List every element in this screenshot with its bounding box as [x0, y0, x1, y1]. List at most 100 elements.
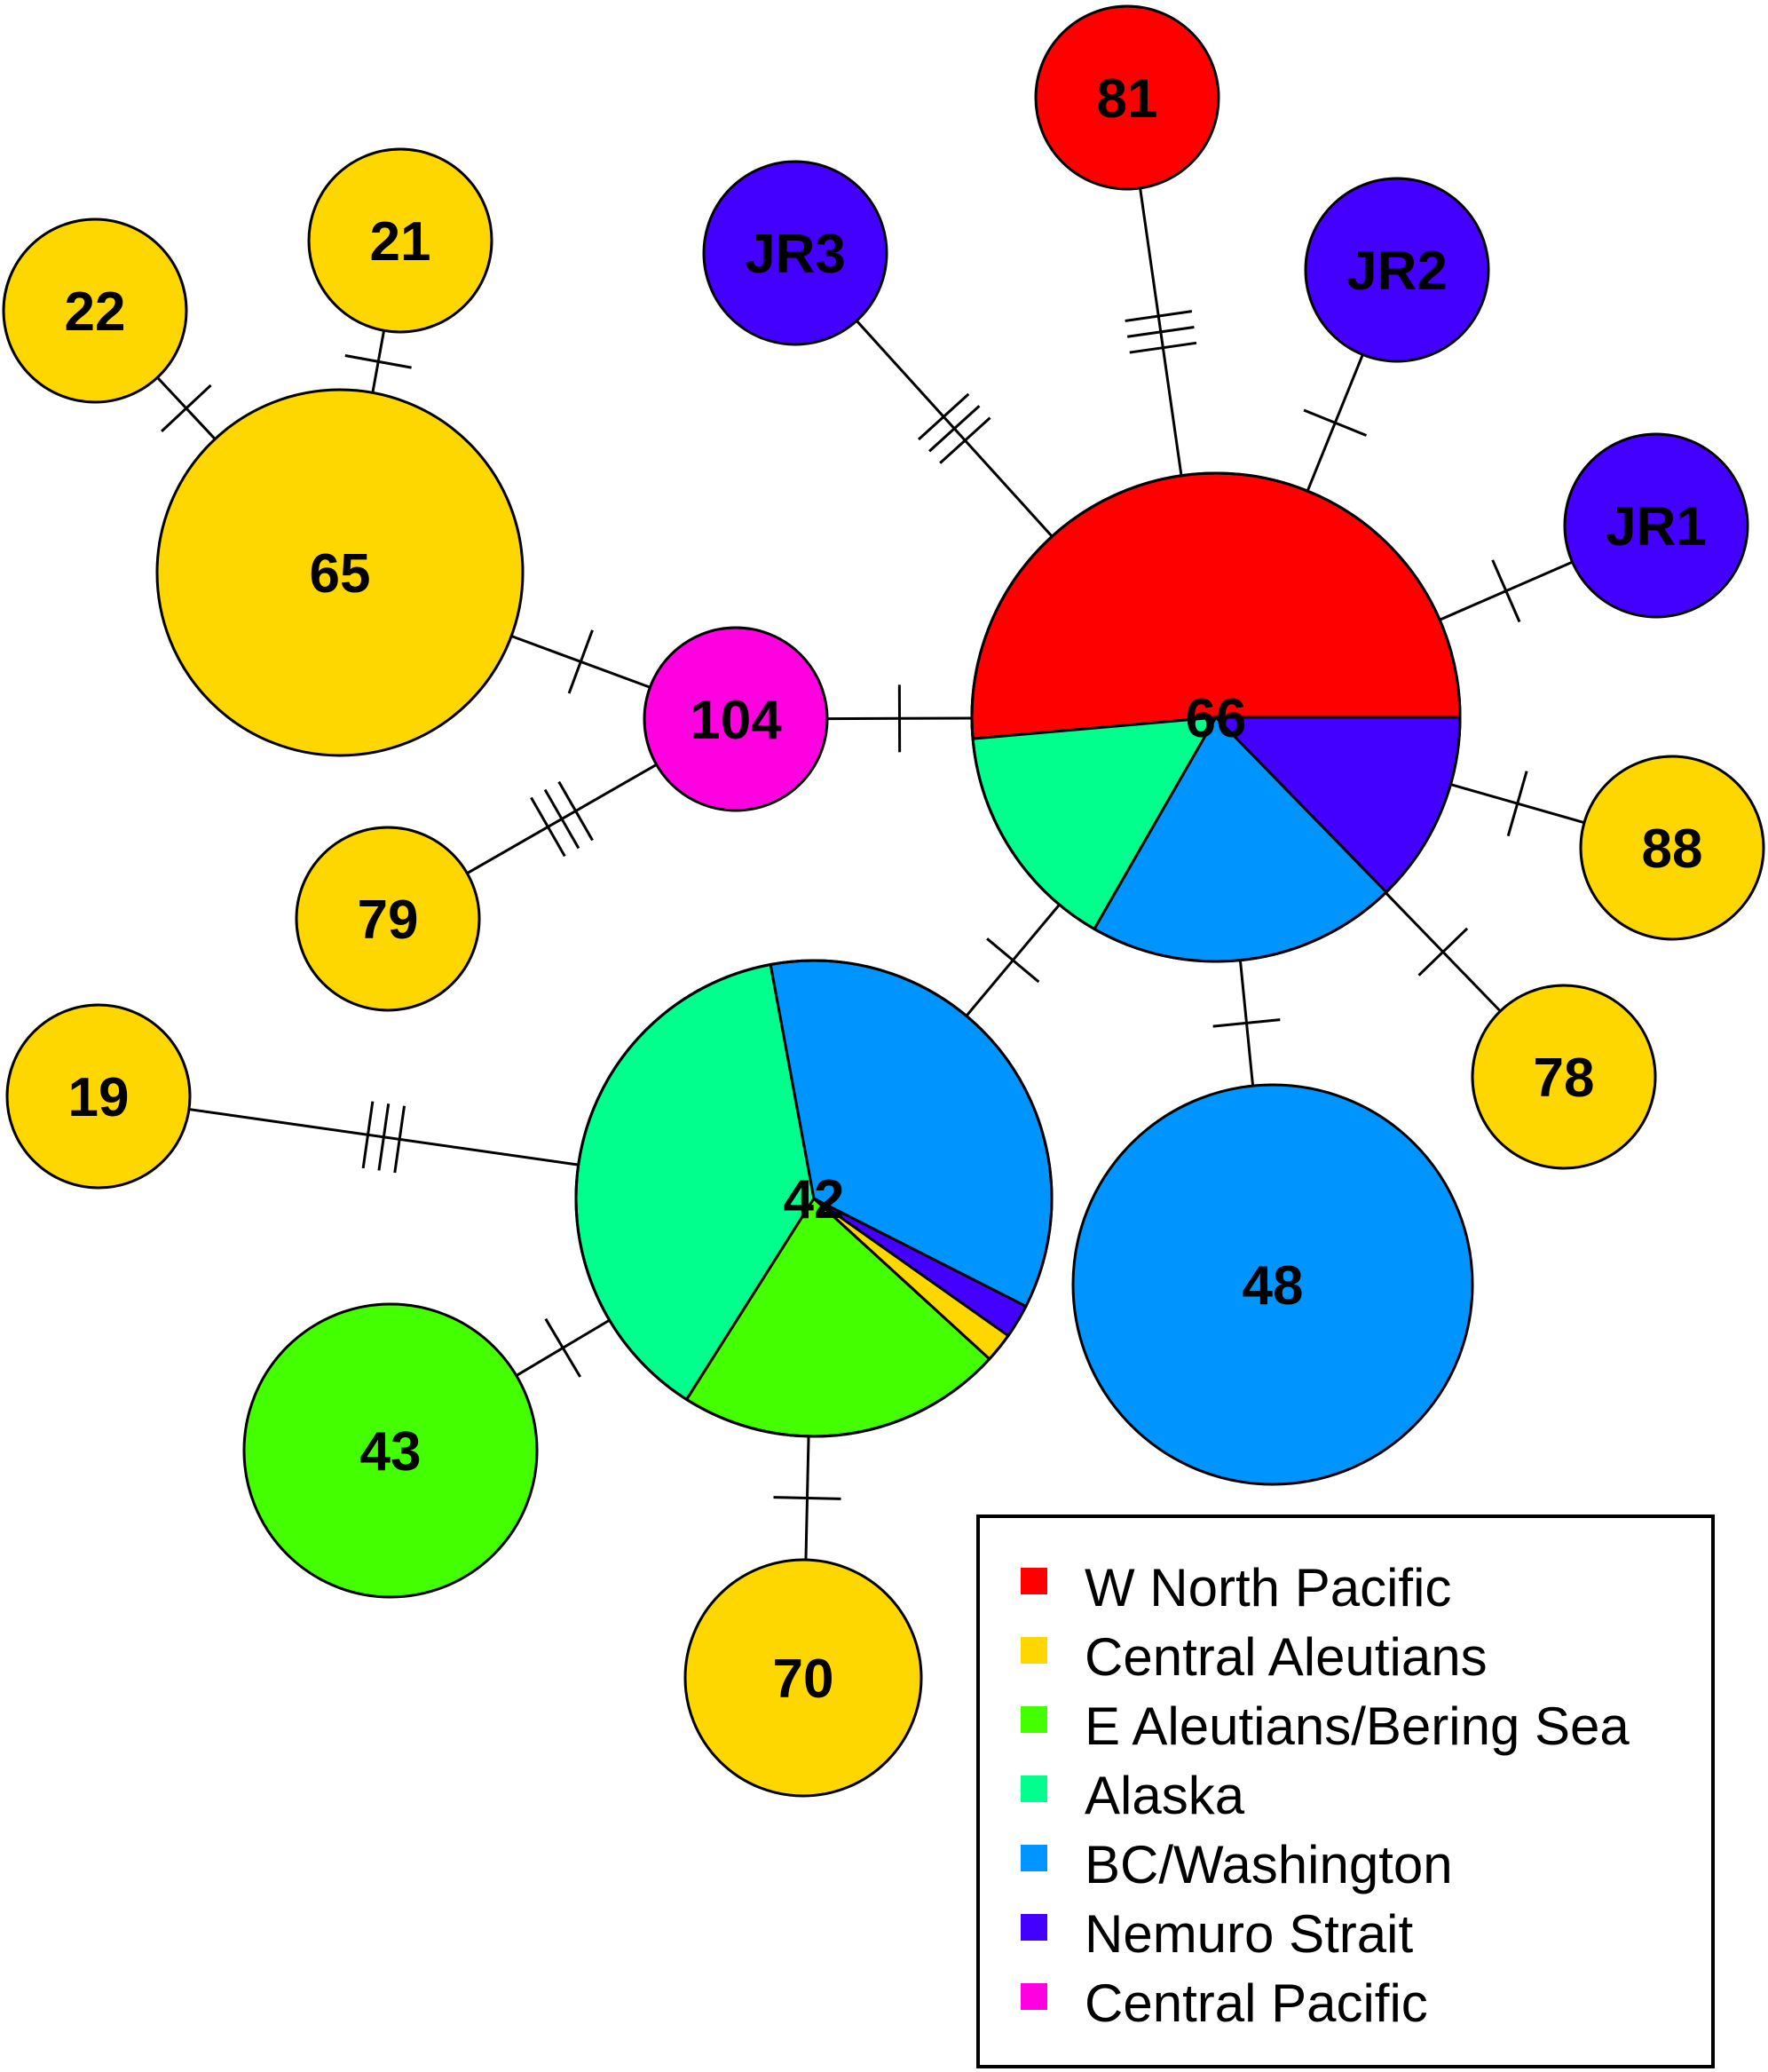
legend-box — [976, 1514, 1715, 2068]
node-label: 88 — [1642, 819, 1703, 880]
mutation-mark — [928, 405, 981, 453]
legend-item-nemuro_strait: Nemuro Strait — [1021, 1904, 1413, 1964]
node-circle — [1071, 1083, 1474, 1486]
mutation-mark — [1125, 310, 1193, 322]
node-label: 43 — [360, 1421, 422, 1483]
legend-label: Nemuro Strait — [1085, 1904, 1413, 1964]
haplotype-node-JR2: JR2 — [1304, 177, 1490, 363]
mutation-mark — [1129, 341, 1197, 354]
mutation-mark — [161, 384, 212, 432]
legend-swatch — [1021, 1706, 1047, 1733]
mutation-mark — [1303, 408, 1368, 437]
mutation-mark — [1126, 325, 1195, 338]
legend-item-central_aleutians: Central Aleutians — [1021, 1627, 1488, 1687]
edge-42-43 — [516, 1317, 611, 1378]
node-circle — [242, 1302, 539, 1599]
pie-outline — [574, 959, 1054, 1438]
haplotype-node-43: 43 — [242, 1302, 539, 1599]
edge-104-79 — [466, 763, 658, 875]
edge-66-104 — [826, 684, 973, 753]
edge-65-22 — [156, 376, 217, 440]
node-circle — [5, 1003, 192, 1190]
mutation-mark — [773, 1496, 841, 1500]
haplotype-node-19: 19 — [5, 1003, 192, 1190]
node-label: 19 — [68, 1067, 130, 1128]
node-label: 21 — [370, 211, 431, 273]
edge-66-JR3 — [856, 320, 1054, 538]
legend-label: Central Pacific — [1085, 1973, 1428, 2033]
mutation-mark — [361, 1101, 375, 1169]
edge-65-21 — [344, 330, 412, 393]
node-circle — [2, 217, 188, 404]
legend-item-e_aleutians_bering: E Aleutians/Bering Sea — [1021, 1696, 1630, 1756]
node-label: JR3 — [745, 224, 846, 285]
node-label: 22 — [65, 281, 126, 343]
haplotype-node-21: 21 — [307, 147, 493, 334]
mutation-mark — [377, 1103, 391, 1171]
haplotype-node-81: 81 — [1034, 4, 1220, 191]
legend-swatch — [1021, 1845, 1047, 1871]
legend-label: Alaska — [1085, 1766, 1245, 1825]
mutation-mark — [544, 1317, 581, 1378]
haplotype-node-22: 22 — [2, 217, 188, 404]
node-label: 48 — [1243, 1255, 1304, 1317]
node-circle — [1563, 432, 1749, 619]
legend-swatch — [1021, 1775, 1047, 1802]
pie-outline — [970, 471, 1462, 963]
haplotype-node-48: 48 — [1071, 1083, 1474, 1486]
haplotype-node-JR3: JR3 — [702, 160, 888, 346]
edge-66-48 — [1212, 960, 1281, 1087]
node-circle — [1471, 984, 1657, 1170]
mutation-mark — [393, 1105, 406, 1174]
edge-66-88 — [1449, 771, 1585, 837]
node-circle — [295, 826, 481, 1012]
mutation-mark — [557, 780, 594, 842]
node-circle — [1579, 755, 1765, 941]
node-circle — [155, 388, 525, 757]
edge-66-42 — [965, 904, 1061, 1017]
legend-swatch — [1021, 1983, 1047, 2010]
node-circle — [643, 626, 829, 812]
mutation-mark — [344, 354, 412, 369]
node-label: JR1 — [1606, 496, 1707, 558]
mutation-mark — [1212, 1018, 1281, 1028]
mutation-mark — [917, 392, 970, 441]
node-label: 65 — [310, 543, 371, 605]
haplotype-node-104: 104 — [643, 626, 829, 812]
haplotype-node-78: 78 — [1471, 984, 1657, 1170]
legend-label: Central Aleutians — [1085, 1627, 1488, 1687]
edge-66-JR1 — [1439, 559, 1574, 623]
node-label: JR2 — [1346, 241, 1448, 302]
edge-66-81 — [1125, 187, 1197, 476]
haplotype-node-JR1: JR1 — [1563, 432, 1749, 619]
edge-42-70 — [773, 1435, 841, 1561]
haplotype-node-65: 65 — [155, 388, 525, 757]
legend-item-central_pacific: Central Pacific — [1021, 1973, 1428, 2033]
legend-label: W North Pacific — [1085, 1558, 1451, 1617]
edge-104-65 — [510, 629, 651, 694]
edge-66-JR2 — [1303, 353, 1368, 492]
mutation-mark — [567, 629, 594, 694]
edge-42-19 — [188, 1101, 579, 1174]
legend-swatch — [1021, 1637, 1047, 1664]
legend-label: E Aleutians/Bering Sea — [1085, 1696, 1630, 1756]
node-label: 42 — [784, 1169, 845, 1230]
mutation-mark — [1417, 927, 1469, 977]
haplotype-node-79: 79 — [295, 826, 481, 1012]
node-label: 78 — [1534, 1048, 1595, 1109]
mutation-mark — [1506, 771, 1528, 837]
node-label: 66 — [1186, 688, 1247, 749]
haplotype-node-42: 42 — [574, 959, 1054, 1438]
legend-label: BC/Washington — [1085, 1835, 1453, 1894]
legend-swatch — [1021, 1914, 1047, 1941]
edge-66-78 — [1385, 891, 1502, 1013]
haplotype-node-66: 66 — [970, 471, 1462, 963]
legend-item-w_north_pacific: W North Pacific — [1021, 1558, 1451, 1617]
legend-swatch — [1021, 1568, 1047, 1594]
node-label: 81 — [1097, 68, 1158, 130]
legend-item-bc_washington: BC/Washington — [1021, 1835, 1453, 1894]
node-circle — [307, 147, 493, 334]
